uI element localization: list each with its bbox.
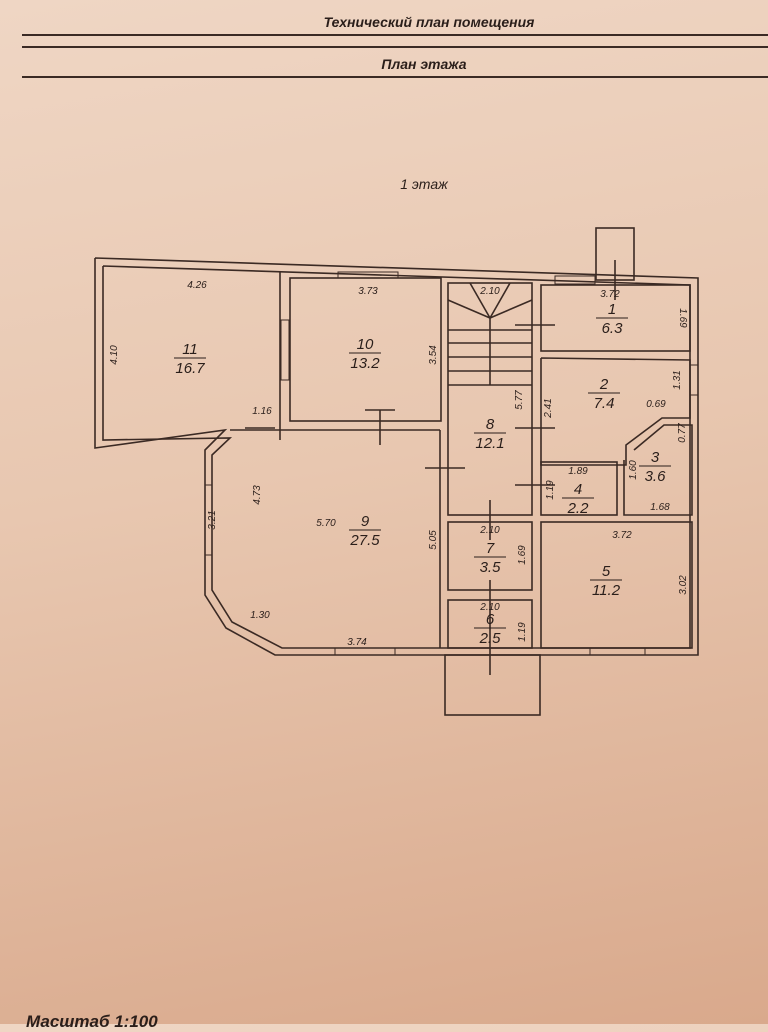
room-dimension: 3.02 [678,575,689,595]
room-dimension: 3.72 [612,530,632,541]
document-title: Технический план помещения [323,14,535,30]
room-dimension: 5.77 [514,390,525,410]
room-number: 6 [486,611,495,628]
room-dimension: 0.77 [677,423,688,443]
room-area: 2.5 [479,630,502,647]
room-dimension: 1.89 [568,466,588,477]
stairs-icon [447,282,533,385]
room-area: 3.5 [480,559,502,576]
room-dimension: 1.30 [250,610,270,621]
room-dimension: 1.19 [545,480,556,500]
room-number: 3 [651,449,660,466]
room-dimension: 2.10 [479,525,500,536]
room-dimension: 5.05 [428,530,439,550]
room-dimension: 3.21 [207,510,218,529]
room-area: 3.6 [645,468,667,485]
room-area: 11.2 [592,582,621,599]
header-rule-mid [22,46,768,48]
room-area: 27.5 [349,532,380,549]
room-dimension: 1.16 [252,406,272,417]
room-dimension: 1.19 [517,622,528,642]
room-dimension: 3.54 [428,345,439,365]
room-dimension: 3.73 [358,286,378,297]
room-area: 13.2 [350,355,380,372]
room-dimension: 2.10 [479,602,500,613]
room-area: 16.7 [175,360,205,377]
room-number: 2 [599,376,609,393]
room-number: 8 [486,416,495,433]
room-dimension: 2.10 [479,286,500,297]
room-dimension: 1.69 [517,545,528,565]
room-number: 9 [361,513,370,530]
room-number: 4 [574,481,582,498]
room-dimension: 0.69 [646,399,666,410]
room-dimension: 1.69 [677,308,688,328]
room-dimension: 4.73 [252,485,263,505]
room-area: 12.1 [475,435,504,452]
room-number: 10 [357,336,374,353]
room-area: 2.2 [567,500,590,517]
walls [94,227,699,716]
room-dimension: 4.26 [187,280,207,291]
room-dimension: 3.74 [347,637,367,648]
room-dimension: 4.10 [109,345,120,365]
room-area: 7.4 [594,395,615,412]
room-dimension: 3.72 [600,289,620,300]
room-area: 6.3 [602,320,624,337]
room-number: 7 [486,540,495,557]
room-number: 11 [182,341,198,358]
document-subtitle: План этажа [381,56,467,72]
room-labels: 1 6.3 3.72 1.69 2 7.4 2.41 1.31 0.69 3 3.6 0.77 1.60… [109,280,689,648]
room-dimension: 1.68 [650,502,670,513]
room-number: 5 [602,563,611,580]
room-dimension: 5.70 [316,518,336,529]
room-number: 1 [608,301,616,318]
room-dimension: 1.60 [628,460,639,480]
room-dimension: 2.41 [543,398,554,418]
room-dimension: 1.31 [672,370,683,389]
header-rule-top [22,34,768,36]
header-rule-bottom [22,76,768,78]
floor-label: 1 этаж [400,176,448,192]
